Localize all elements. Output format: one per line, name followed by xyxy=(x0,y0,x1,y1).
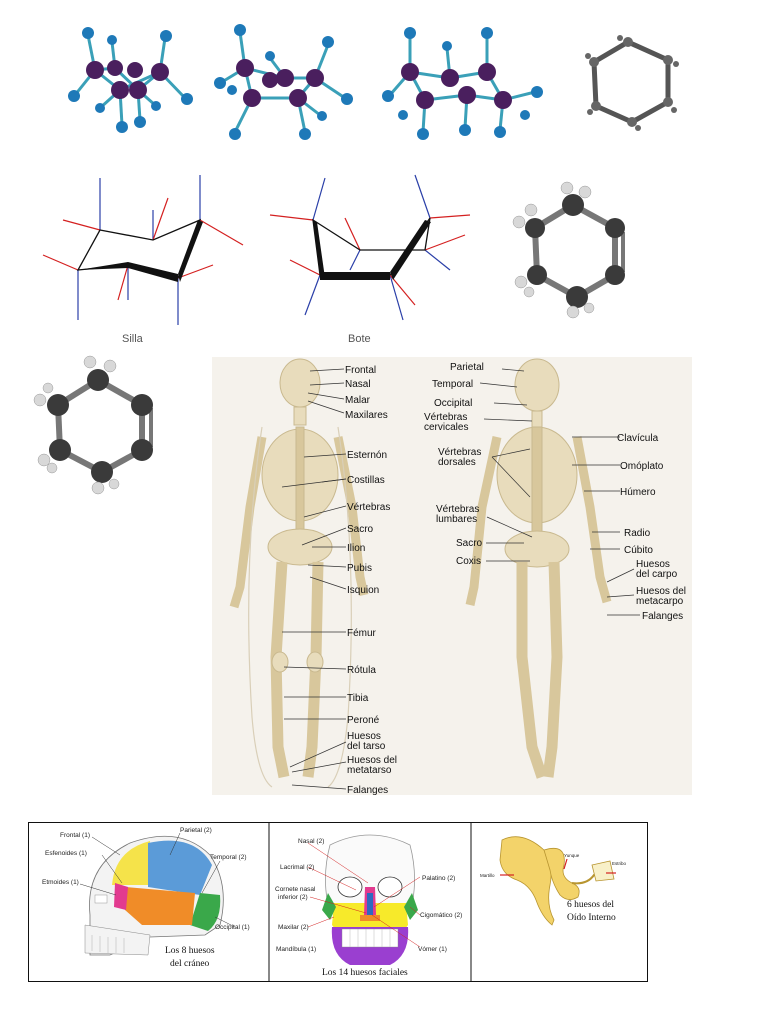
label-parietal: Parietal xyxy=(450,362,484,373)
chair-conformation-drawing xyxy=(42,175,244,325)
label-skull-frontal: Frontal (1) xyxy=(60,832,90,839)
label-omoplato: Omóplato xyxy=(620,461,664,472)
label-face-cigomatico: Cigomático (2) xyxy=(420,912,462,919)
label-skull-etmoides: Etmoides (1) xyxy=(42,879,79,886)
boat-label: Bote xyxy=(348,333,371,345)
label-face-vomer: Vómer (1) xyxy=(418,946,447,953)
label-vert-lumbares-2: lumbares xyxy=(436,514,477,525)
label-vert-dorsales-1: Vértebras xyxy=(438,447,481,458)
label-femur: Fémur xyxy=(347,628,377,639)
skull-frontal-title: Los 14 huesos faciales xyxy=(322,967,408,978)
label-face-mandibula: Mandíbula (1) xyxy=(276,946,316,953)
label-metacarpo-1: Huesos del xyxy=(636,586,686,597)
label-vert-cervicales-2: cervicales xyxy=(424,422,468,433)
inner-ear-title-1: 6 huesos del xyxy=(567,900,614,910)
skull-lateral: Frontal (1) Parietal (2) Esfenoides (1) … xyxy=(42,827,250,969)
label-costillas: Costillas xyxy=(347,475,385,486)
label-metatarso-2: metatarso xyxy=(347,765,392,776)
label-metacarpo-2: metacarpo xyxy=(636,596,684,607)
molecule-twist-3d xyxy=(382,27,543,140)
label-radio: Radio xyxy=(624,528,651,539)
molecule-hexagon-flat xyxy=(585,35,679,131)
label-martillo: Martillo xyxy=(480,873,495,878)
label-isquion: Isquion xyxy=(347,585,379,596)
label-nasal: Nasal xyxy=(345,379,371,390)
label-vert-dorsales-2: dorsales xyxy=(438,457,476,468)
label-sacro-back: Sacro xyxy=(456,538,483,549)
label-face-nasal: Nasal (2) xyxy=(298,838,324,845)
label-coxis: Coxis xyxy=(456,556,481,567)
label-clavicula: Clavícula xyxy=(617,433,659,444)
label-maxilares: Maxilares xyxy=(345,410,388,421)
skull-lateral-title-1: Los 8 huesos xyxy=(165,946,215,956)
label-cubito: Cúbito xyxy=(624,545,653,556)
label-vertebras: Vértebras xyxy=(347,502,390,513)
label-temporal: Temporal xyxy=(432,379,473,390)
label-skull-parietal: Parietal (2) xyxy=(180,827,212,834)
skeleton-diagram: Frontal Nasal Malar Maxilares Esternón C… xyxy=(229,358,686,795)
label-face-cornete-2: inferior (2) xyxy=(278,894,308,901)
boat-conformation-drawing xyxy=(269,174,471,321)
label-perone: Peroné xyxy=(347,715,380,726)
label-vert-lumbares-1: Vértebras xyxy=(436,504,479,515)
label-skull-esfenoides: Esfenoides (1) xyxy=(45,850,87,857)
skeleton-back-figure xyxy=(465,358,612,779)
molecule-chair-3d xyxy=(68,27,193,133)
label-face-cornete-1: Cornete nasal xyxy=(275,886,316,893)
label-rotula: Rótula xyxy=(347,665,376,676)
chair-label: Silla xyxy=(122,333,143,345)
label-falanges-front: Falanges xyxy=(347,785,388,795)
cyclohexene-model-side xyxy=(33,355,153,495)
skull-frontal: Nasal (2) Lacrimal (2) Palatino (2) Corn… xyxy=(275,834,462,978)
label-metatarso-1: Huesos del xyxy=(347,755,397,766)
inner-ear-title-2: Oído Interno xyxy=(567,913,616,923)
label-vert-cervicales-1: Vértebras xyxy=(424,412,467,423)
label-yunque: Yunque xyxy=(564,853,580,858)
label-ilion: Ilion xyxy=(347,543,365,554)
label-humero: Húmero xyxy=(620,487,656,498)
label-pubis: Pubis xyxy=(347,563,372,574)
label-huesos-carpo-2: del carpo xyxy=(636,569,678,580)
label-skull-temporal: Temporal (2) xyxy=(210,854,246,861)
label-estribo: Estribo xyxy=(612,861,627,866)
label-face-lacrimal: Lacrimal (2) xyxy=(280,864,314,871)
label-face-maxilar: Maxilar (2) xyxy=(278,924,309,931)
label-frontal: Frontal xyxy=(345,365,376,376)
label-skull-occipital: Occipital (1) xyxy=(215,924,250,931)
label-huesos-tarso-2: del tarso xyxy=(347,741,386,752)
label-occipital: Occipital xyxy=(434,398,472,409)
label-huesos-carpo-1: Huesos xyxy=(636,559,670,570)
label-falanges-back: Falanges xyxy=(642,611,683,622)
skull-lateral-title-2: del cráneo xyxy=(170,959,210,969)
label-tibia: Tibia xyxy=(347,693,369,704)
label-malar: Malar xyxy=(345,395,371,406)
label-face-palatino: Palatino (2) xyxy=(422,875,455,882)
skeleton-front-figure xyxy=(229,358,369,779)
label-esternon: Esternón xyxy=(347,450,387,461)
molecule-boat-3d xyxy=(214,24,353,140)
cyclohexene-model xyxy=(512,181,625,319)
inner-ear-ossicles: Martillo Yunque Estribo 6 huesos del Oíd… xyxy=(480,836,627,926)
label-huesos-tarso-1: Huesos xyxy=(347,731,381,742)
label-sacro: Sacro xyxy=(347,524,374,535)
